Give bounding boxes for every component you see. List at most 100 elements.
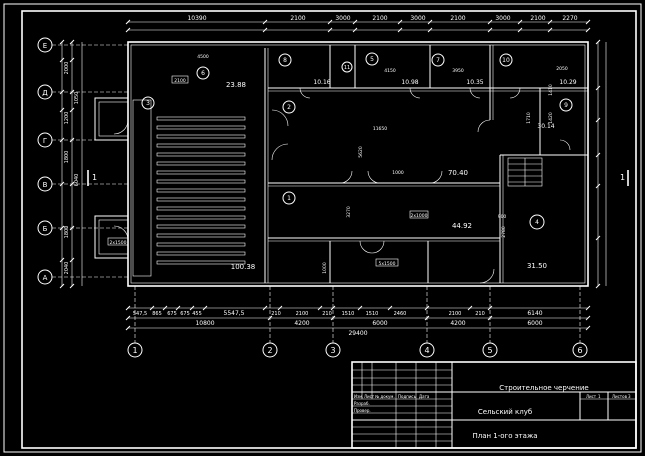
room-area: 10.98 bbox=[401, 79, 418, 86]
room-marker-11 bbox=[341, 61, 353, 73]
tb-col-date: Дата bbox=[419, 394, 430, 399]
seat-row bbox=[156, 179, 246, 184]
bottom-dimensions: 547,5 865 675 675 455 5547,5 210 2100 21… bbox=[133, 310, 543, 337]
dim-inner: 1410 bbox=[548, 84, 554, 96]
door-swing bbox=[113, 119, 129, 135]
tick bbox=[69, 89, 75, 95]
dim-inner: 2780 bbox=[501, 226, 507, 238]
axis-label-col: 5 bbox=[487, 346, 492, 355]
dim-bottom: 865 bbox=[152, 311, 162, 317]
tb-col-list: Лист bbox=[364, 394, 375, 399]
dimension-lines bbox=[61, 21, 607, 329]
auditorium-seating bbox=[156, 116, 246, 265]
section-marks: 1 1 bbox=[87, 170, 629, 186]
tick bbox=[487, 27, 493, 33]
tick bbox=[262, 19, 268, 25]
tick bbox=[517, 19, 523, 25]
seat-row bbox=[156, 260, 246, 265]
tb-sheet-title: План 1-ого этажа bbox=[472, 432, 537, 440]
dim-bottom: 2100 bbox=[449, 311, 462, 317]
room-marker-8 bbox=[278, 53, 292, 67]
door-swing bbox=[409, 87, 421, 99]
tick bbox=[262, 305, 268, 311]
tick bbox=[69, 57, 75, 63]
door-swing bbox=[509, 87, 521, 99]
door-swing bbox=[477, 119, 491, 133]
dim-bottom: 2100 bbox=[296, 311, 309, 317]
dim-inner: 1420 bbox=[548, 112, 554, 124]
tick bbox=[585, 19, 591, 25]
room-marker-7 bbox=[431, 53, 445, 67]
tick bbox=[162, 305, 168, 311]
tick bbox=[487, 19, 493, 25]
dim-top: 10390 bbox=[187, 15, 206, 22]
seat-row bbox=[156, 170, 246, 175]
room-number: 5 bbox=[370, 56, 374, 63]
dim-bottom: 1510 bbox=[366, 311, 379, 317]
dim-bottom: 2460 bbox=[394, 311, 407, 317]
dim-top: 2100 bbox=[290, 15, 305, 22]
axis-bubble-row bbox=[37, 176, 53, 192]
top-dimensions: 10390 2100 3000 2100 3000 2100 3000 2100… bbox=[187, 15, 577, 22]
tb-row-razrab: Разраб. bbox=[354, 401, 370, 406]
tick bbox=[427, 19, 433, 25]
dim-inner: 3950 bbox=[452, 68, 464, 74]
tick bbox=[327, 27, 333, 33]
dim-left: 1800 bbox=[64, 151, 70, 164]
room-area: 100.38 bbox=[231, 263, 256, 271]
room-marker-9 bbox=[559, 98, 573, 112]
seat-row bbox=[156, 143, 246, 148]
dim-left: 1050 bbox=[74, 92, 80, 105]
dim-bottom: 675 bbox=[180, 311, 190, 317]
tick bbox=[595, 235, 601, 241]
interior-walls bbox=[264, 45, 588, 283]
tick bbox=[585, 315, 591, 321]
door-swing bbox=[367, 170, 381, 184]
tick bbox=[125, 325, 131, 331]
opening-label: 2100 bbox=[174, 78, 186, 84]
room-area: 31.50 bbox=[527, 262, 547, 270]
tb-col-sign: Подпись bbox=[398, 394, 417, 399]
room-number: 7 bbox=[436, 57, 440, 64]
dim-bottom: 1510 bbox=[342, 311, 355, 317]
dim-left: 6040 bbox=[74, 174, 80, 187]
axis-bubble-row bbox=[37, 269, 53, 285]
stage-edge bbox=[132, 99, 152, 277]
dim-bottom-axis: 6000 bbox=[372, 320, 387, 327]
axis-label-row: В bbox=[43, 181, 48, 189]
dim-bottom: 5547,5 bbox=[224, 310, 245, 317]
tick bbox=[189, 305, 195, 311]
tick bbox=[585, 305, 591, 311]
outer-frame bbox=[3, 3, 642, 453]
tick bbox=[149, 305, 155, 311]
dim-inner: 3270 bbox=[346, 206, 352, 218]
room-area: 10.16 bbox=[313, 79, 330, 86]
dim-inner: 1000 bbox=[322, 262, 328, 274]
title-block: Изм. Лист № докум. Подпись Дата Разраб. … bbox=[351, 361, 637, 449]
seat-row bbox=[156, 215, 246, 220]
room-marker-6 bbox=[196, 66, 210, 80]
dim-inner: 2050 bbox=[556, 66, 568, 72]
dim-inner: 1000 bbox=[392, 170, 404, 176]
tick bbox=[397, 19, 403, 25]
seat-row bbox=[156, 134, 246, 139]
tick bbox=[59, 39, 65, 45]
room-marker-5 bbox=[365, 52, 379, 66]
tick bbox=[595, 183, 601, 189]
dim-bottom: 210 bbox=[322, 311, 332, 317]
room-number: 9 bbox=[564, 102, 568, 109]
tick bbox=[59, 89, 65, 95]
outer-walls bbox=[94, 41, 589, 287]
tick bbox=[327, 19, 333, 25]
room-number: 3 bbox=[146, 100, 150, 107]
axis-label-row: Г bbox=[43, 137, 47, 145]
door-swing bbox=[429, 170, 443, 184]
seat-row bbox=[156, 242, 246, 247]
seat-row bbox=[156, 116, 246, 121]
tick bbox=[595, 152, 601, 158]
tb-sheet-no: 1 bbox=[598, 394, 601, 399]
tick bbox=[595, 283, 601, 289]
